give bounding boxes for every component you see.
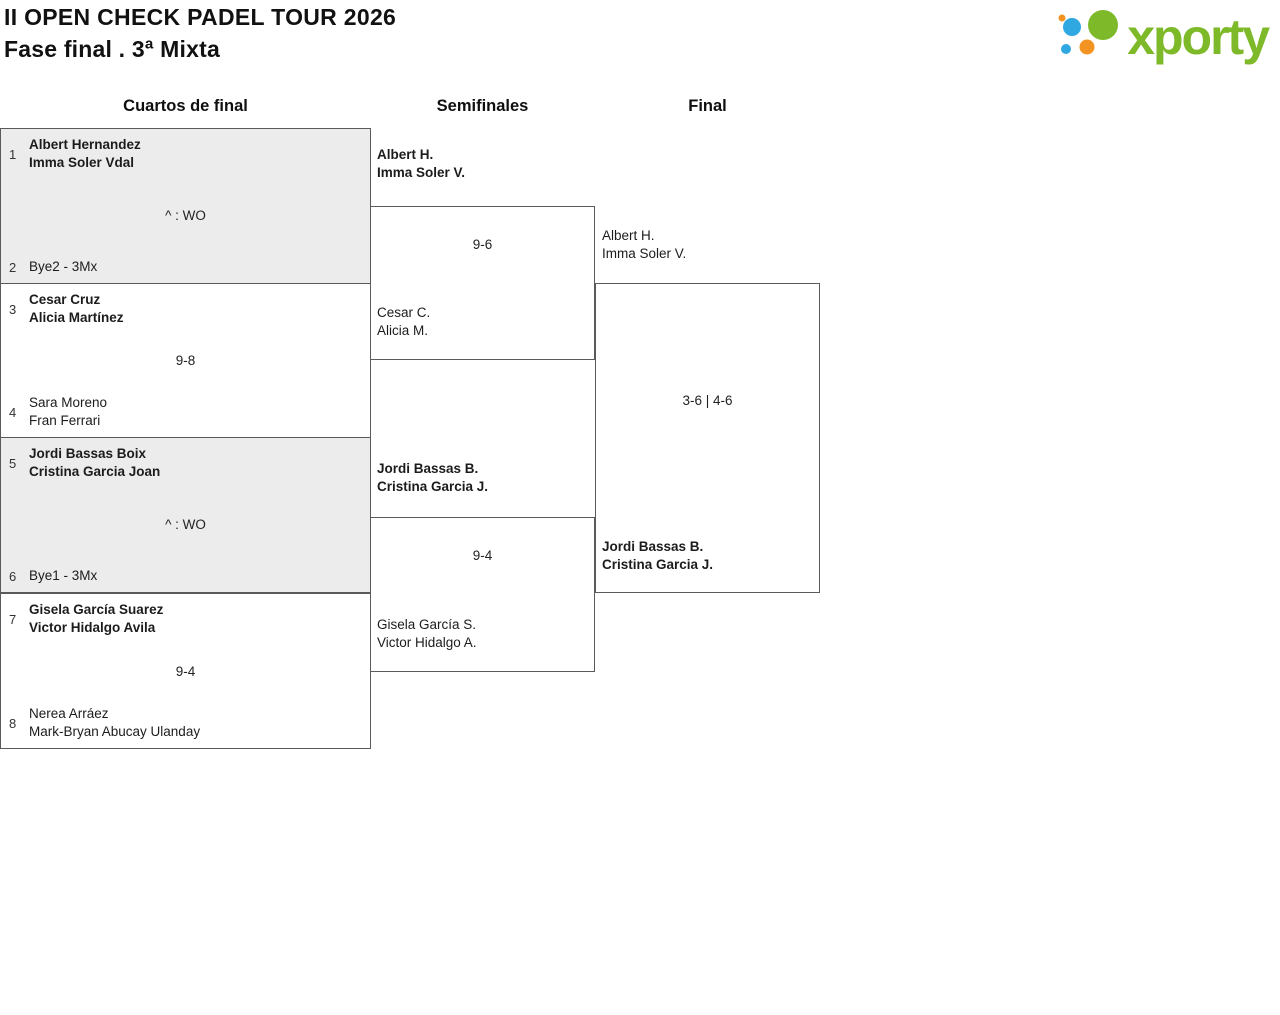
player-name: Victor Hidalgo A. bbox=[377, 635, 477, 650]
player-name: Sara Moreno bbox=[29, 395, 108, 410]
participant-row: 5 Jordi Bassas Boix Cristina Garcia Joan bbox=[1, 445, 370, 481]
player-name: Imma Soler V. bbox=[602, 246, 687, 261]
participant-names: Bye1 - 3Mx bbox=[29, 567, 97, 585]
final-match[interactable] bbox=[595, 283, 820, 593]
qf-match-1[interactable]: 1 Albert Hernandez Imma Soler Vdal ^ : W… bbox=[0, 128, 371, 284]
player-name: Alicia Martínez bbox=[29, 310, 124, 325]
player-name: Imma Soler Vdal bbox=[29, 155, 135, 170]
match-score: 9-6 bbox=[472, 237, 493, 252]
player-name: Jordi Bassas Boix bbox=[29, 446, 147, 461]
player-name: Jordi Bassas B. bbox=[377, 461, 479, 476]
final-bottom-team: Jordi Bassas B. Cristina Garcia J. bbox=[602, 538, 713, 574]
participant-names: Nerea Arráez Mark-Bryan Abucay Ulanday bbox=[29, 705, 200, 741]
player-name: Cesar C. bbox=[377, 305, 431, 320]
player-name: Cristina Garcia Joan bbox=[29, 464, 161, 479]
seed-number: 5 bbox=[9, 455, 17, 471]
seed-number: 8 bbox=[9, 715, 17, 731]
round-header-semifinales: Semifinales bbox=[436, 97, 529, 115]
seed-number: 1 bbox=[9, 146, 17, 162]
match-score: ^ : WO bbox=[165, 516, 206, 532]
player-name: Imma Soler V. bbox=[377, 165, 466, 180]
seed-number: 3 bbox=[9, 301, 17, 317]
participant-names: Jordi Bassas Boix Cristina Garcia Joan bbox=[29, 445, 160, 481]
player-name: Alicia M. bbox=[377, 323, 429, 338]
qf-match-3[interactable]: 5 Jordi Bassas Boix Cristina Garcia Joan… bbox=[0, 437, 371, 593]
match-score: 9-8 bbox=[175, 353, 196, 368]
player-name: Cristina Garcia J. bbox=[377, 479, 489, 494]
qf-match-2[interactable]: 3 Cesar Cruz Alicia Martínez 9-8 4 Sara … bbox=[0, 283, 371, 438]
participant-row: 7 Gisela García Suarez Victor Hidalgo Av… bbox=[1, 601, 370, 637]
player-name: Gisela García S. bbox=[377, 617, 477, 632]
sf2-top-team: Jordi Bassas B. Cristina Garcia J. bbox=[377, 460, 488, 496]
page-subtitle: Fase final . 3ª Mixta bbox=[4, 36, 220, 62]
final-top-team: Albert H. Imma Soler V. bbox=[602, 227, 686, 263]
player-name: Albert Hernandez bbox=[29, 137, 141, 152]
player-name: Nerea Arráez bbox=[29, 706, 109, 721]
page-title: II OPEN CHECK PADEL TOUR 2026 bbox=[4, 4, 397, 30]
match-score: ^ : WO bbox=[165, 207, 206, 223]
participant-names: Gisela García Suarez Victor Hidalgo Avil… bbox=[29, 601, 163, 637]
seed-number: 6 bbox=[9, 568, 17, 584]
participant-names: Bye2 - 3Mx bbox=[29, 258, 97, 276]
round-header-cuartos: Cuartos de final bbox=[123, 97, 248, 115]
participant-row: 4 Sara Moreno Fran Ferrari bbox=[1, 394, 370, 430]
participant-row: 6 Bye1 - 3Mx bbox=[1, 567, 370, 585]
player-name: Gisela García Suarez bbox=[29, 602, 164, 617]
player-name: Bye2 - 3Mx bbox=[29, 259, 98, 274]
sf1-bottom-team: Cesar C. Alicia M. bbox=[377, 304, 430, 340]
player-name: Jordi Bassas B. bbox=[602, 539, 704, 554]
logo-wordmark: xporty bbox=[1127, 9, 1270, 65]
logo-dots-icon bbox=[1058, 10, 1119, 55]
player-name: Victor Hidalgo Avila bbox=[29, 620, 156, 635]
participant-row: 3 Cesar Cruz Alicia Martínez bbox=[1, 291, 370, 327]
player-name: Albert H. bbox=[377, 147, 434, 162]
sf-match-2[interactable] bbox=[370, 517, 595, 672]
qf-match-4[interactable]: 7 Gisela García Suarez Victor Hidalgo Av… bbox=[0, 593, 371, 749]
sf2-bottom-team: Gisela García S. Victor Hidalgo A. bbox=[377, 616, 477, 652]
match-score: 9-4 bbox=[175, 663, 196, 679]
seed-number: 4 bbox=[9, 404, 17, 420]
sf1-top-team: Albert H. Imma Soler V. bbox=[377, 146, 465, 182]
match-score: 9-4 bbox=[472, 548, 493, 563]
sf-match-1[interactable] bbox=[370, 206, 595, 360]
participant-names: Cesar Cruz Alicia Martínez bbox=[29, 291, 124, 327]
player-name: Cristina Garcia J. bbox=[602, 557, 714, 572]
xporty-logo[interactable]: xporty bbox=[1057, 4, 1270, 70]
player-name: Mark-Bryan Abucay Ulanday bbox=[29, 724, 201, 739]
participant-row: 2 Bye2 - 3Mx bbox=[1, 258, 370, 276]
participant-names: Sara Moreno Fran Ferrari bbox=[29, 394, 107, 430]
participant-row: 8 Nerea Arráez Mark-Bryan Abucay Ulanday bbox=[1, 705, 370, 741]
seed-number: 2 bbox=[9, 259, 17, 275]
player-name: Bye1 - 3Mx bbox=[29, 568, 98, 583]
seed-number: 7 bbox=[9, 611, 17, 627]
player-name: Albert H. bbox=[602, 228, 655, 243]
match-score: 3-6 | 4-6 bbox=[682, 393, 733, 408]
round-header-final: Final bbox=[688, 97, 727, 115]
player-name: Fran Ferrari bbox=[29, 413, 101, 428]
participant-names: Albert Hernandez Imma Soler Vdal bbox=[29, 136, 141, 172]
participant-row: 1 Albert Hernandez Imma Soler Vdal bbox=[1, 136, 370, 172]
player-name: Cesar Cruz bbox=[29, 292, 101, 307]
